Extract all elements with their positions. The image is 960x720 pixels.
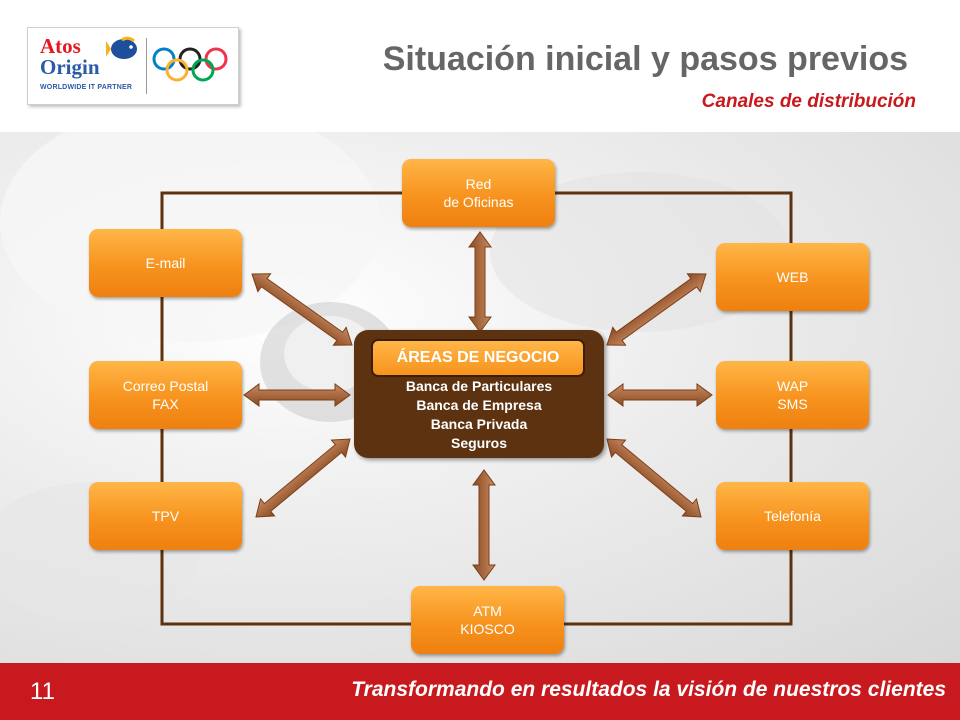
- footer-slogan: Transformando en resultados la visión de…: [351, 678, 946, 701]
- channel-tpv-label: TPV: [151, 508, 180, 524]
- channel-wap-line1: WAP: [776, 378, 809, 394]
- arrow-email: [251, 273, 353, 346]
- channel-correo-postal-line2: FAX: [152, 396, 179, 412]
- channel-telefonia-label: Telefonía: [764, 508, 821, 524]
- business-area-item: Banca Privada: [430, 416, 528, 432]
- logo-atos-text: Atos: [40, 34, 81, 58]
- channel-atm-line1: ATM: [473, 603, 502, 619]
- channel-telefonia: Telefonía: [716, 482, 869, 550]
- channel-wap-line2: SMS: [777, 396, 808, 412]
- channel-atm-line2: KIOSCO: [460, 621, 515, 637]
- channel-correo-postal-line1: Correo Postal: [122, 378, 209, 394]
- diagram-area: Red de Oficinas E-mail Correo Postal FAX…: [0, 132, 960, 663]
- channel-email-label: E-mail: [145, 255, 186, 271]
- channel-tpv: TPV: [89, 482, 242, 550]
- channel-red-oficinas-line1: Red: [465, 176, 492, 192]
- page-number: 11: [30, 678, 55, 705]
- arrow-telefonia: [606, 438, 702, 518]
- business-areas-box: ÁREAS DE NEGOCIO Banca de Particulares B…: [354, 330, 604, 458]
- business-area-item: Seguros: [450, 435, 507, 451]
- channel-red-oficinas-line2: de Oficinas: [443, 194, 514, 210]
- atos-origin-logo: Atos Origin WORLDWIDE IT PARTNER: [27, 27, 239, 105]
- channel-wap: WAP SMS: [716, 361, 869, 429]
- slide-header: Atos Origin WORLDWIDE IT PARTNER Situaci…: [0, 0, 960, 132]
- logo-tagline: WORLDWIDE IT PARTNER: [40, 84, 133, 91]
- channel-atm: ATM KIOSCO: [411, 586, 564, 654]
- olympic-rings-icon: [152, 47, 228, 82]
- arrow-web: [606, 273, 707, 346]
- channel-web-label: WEB: [776, 269, 809, 285]
- business-areas-heading: ÁREAS DE NEGOCIO: [371, 339, 585, 377]
- business-areas-list: Banca de Particulares Banca de Empresa B…: [354, 377, 604, 453]
- slide-title: Situación inicial y pasos previos: [382, 40, 908, 78]
- arrow-atm: [472, 469, 496, 581]
- business-area-item: Banca de Particulares: [405, 378, 553, 394]
- arrow-tpv: [255, 438, 351, 518]
- logo-origin-text: Origin: [40, 55, 100, 79]
- channel-web: WEB: [716, 243, 869, 311]
- channel-red-oficinas: Red de Oficinas: [402, 159, 555, 227]
- arrow-correo-postal: [243, 383, 351, 407]
- logo-divider: [146, 38, 147, 94]
- business-area-item: Banca de Empresa: [416, 397, 542, 413]
- channel-email: E-mail: [89, 229, 242, 297]
- channel-correo-postal: Correo Postal FAX: [89, 361, 242, 429]
- arrow-red-oficinas: [468, 231, 492, 333]
- slide-footer: 11 Transformando en resultados la visión…: [0, 663, 960, 720]
- slide-subtitle: Canales de distribución: [701, 91, 916, 112]
- fish-icon: [106, 36, 137, 59]
- arrow-wap: [607, 383, 713, 407]
